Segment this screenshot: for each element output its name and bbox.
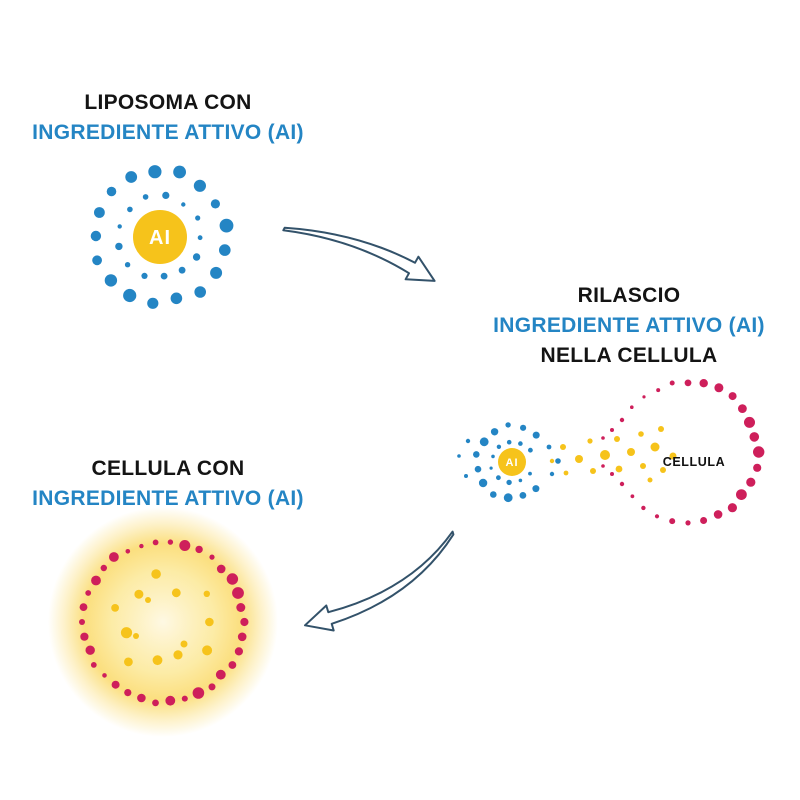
ai-label-release: AI <box>506 457 519 469</box>
cell-title-line2: INGREDIENTE ATTIVO (AI) <box>32 487 304 510</box>
cellula-label: CELLULA <box>663 455 726 469</box>
liposome-title-line1: LIPOSOMA CON <box>84 91 252 114</box>
liposome-title-line2: INGREDIENTE ATTIVO (AI) <box>32 121 304 144</box>
ai-label-liposome: AI <box>149 227 171 249</box>
cell-title: CELLULA CON INGREDIENTE ATTIVO (AI) <box>8 454 328 514</box>
release-title-line1: RILASCIO <box>577 284 681 307</box>
liposome-title: LIPOSOMA CON INGREDIENTE ATTIVO (AI) <box>8 88 328 148</box>
release-title-line3: NELLA CELLULA <box>540 344 718 367</box>
arrow-release-to-cell-icon <box>304 530 455 632</box>
release-title: RILASCIO INGREDIENTE ATTIVO (AI) NELLA C… <box>468 281 790 371</box>
release-title-line2: INGREDIENTE ATTIVO (AI) <box>493 314 765 337</box>
dots-layer <box>79 165 765 707</box>
cell-title-line1: CELLULA CON <box>91 457 245 480</box>
arrow-liposome-to-release-icon <box>282 226 436 282</box>
